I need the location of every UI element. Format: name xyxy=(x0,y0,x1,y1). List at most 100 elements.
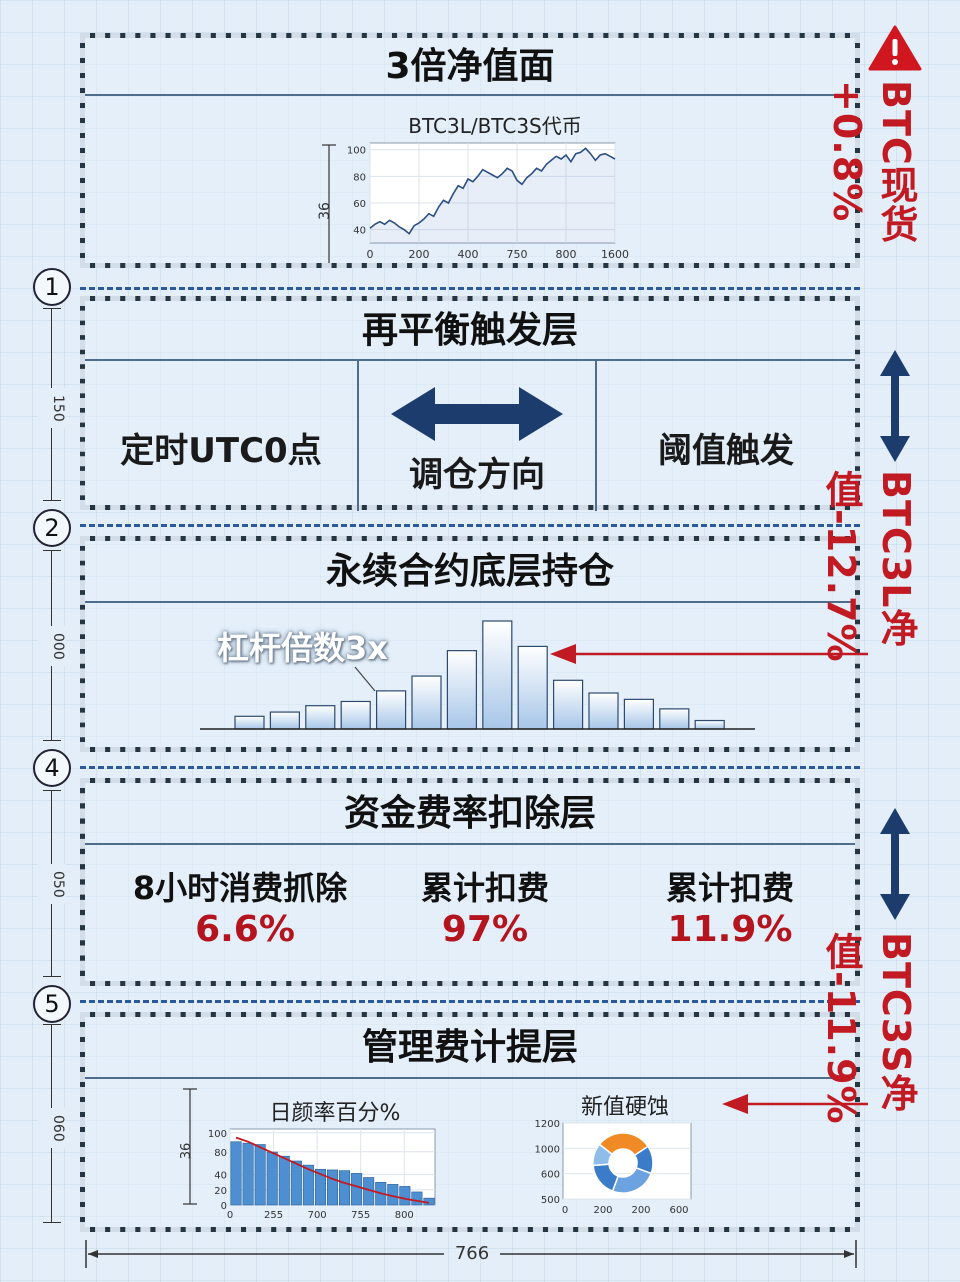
y-tick-label: 80 xyxy=(214,1148,227,1159)
fee-bar xyxy=(339,1170,351,1206)
histogram-bar xyxy=(376,690,407,730)
leverage-distribution-chart xyxy=(200,620,755,730)
step-badge-4: 4 xyxy=(33,749,71,787)
dim-tick xyxy=(43,1024,61,1025)
side-label-btc3l: BTC3L净值-12.7% xyxy=(819,470,918,663)
dim-tick xyxy=(43,1222,61,1223)
histogram-bar xyxy=(553,679,584,730)
y-tick-label: 100 xyxy=(347,146,366,157)
separator-5 xyxy=(80,1000,860,1003)
funding-item-value: 11.9% xyxy=(667,909,793,950)
histogram-bar xyxy=(411,675,442,730)
dim-tick xyxy=(43,550,61,551)
layer-rebalance: 再平衡触发层 定时UTC0点 调仓方向 阈值触发 xyxy=(80,296,860,511)
double-arrow-vertical-icon xyxy=(880,350,910,462)
x-tick-label: 750 xyxy=(507,248,528,261)
x-tick-label: 700 xyxy=(308,1210,327,1221)
histogram-bar xyxy=(588,692,619,730)
fee-bar xyxy=(302,1164,314,1206)
leverage-callout: 杠杆倍数3x xyxy=(217,629,388,667)
x-tick-label: 800 xyxy=(395,1210,414,1221)
y-tick-label: 20 xyxy=(214,1186,227,1197)
layer-title: 永续合约底层持仓 xyxy=(85,541,855,603)
y-tick-label: 80 xyxy=(353,172,366,183)
dim-label: 000 xyxy=(38,626,66,666)
separator-2 xyxy=(80,524,860,527)
histogram-bar xyxy=(482,620,513,730)
double-arrow-icon xyxy=(391,387,563,441)
fee-bar xyxy=(266,1151,278,1206)
callout-pointer xyxy=(354,666,376,692)
cell-divider xyxy=(595,361,597,511)
dim-label: 050 xyxy=(38,864,66,904)
y-tick-label: 40 xyxy=(353,226,366,237)
histogram-bar xyxy=(694,719,725,730)
donut-slice xyxy=(592,1143,614,1167)
dim-label: 060 xyxy=(38,1108,66,1148)
x-tick-label: 1600 xyxy=(601,248,629,261)
histogram-bar xyxy=(659,708,690,730)
nav-line-chart: 36 40 60 80 100 0 200 400 750 800 1600 xyxy=(317,142,629,263)
histogram-bar xyxy=(234,715,265,730)
y-axis-label: 36 xyxy=(179,1143,194,1160)
y-tick-label: 100 xyxy=(208,1129,227,1140)
layer-title: 3倍净值面 xyxy=(85,38,855,96)
funding-item-label: 8小时消费抓除 xyxy=(132,869,348,907)
fee-bar xyxy=(278,1155,290,1206)
separator-1 xyxy=(80,287,860,290)
fee-bar xyxy=(314,1168,326,1206)
histogram-bar xyxy=(446,650,477,730)
x-tick-label: 0 xyxy=(227,1210,233,1221)
arrow-to-l3 xyxy=(550,644,868,664)
step-badge-1: 1 xyxy=(33,268,71,306)
layer-funding-rate: 资金费率扣除层 8小时消费抓除 6.6% 累计扣费 97% 累计扣费 11.9% xyxy=(80,778,860,986)
fee-bar xyxy=(351,1173,363,1206)
double-arrow-vertical-icon xyxy=(880,808,910,920)
side-label-btc3s: BTC3S净值-11.9% xyxy=(819,932,918,1125)
rebalance-direction-label: 调仓方向 xyxy=(409,455,545,495)
y-axis-label: 36 xyxy=(317,202,333,220)
plot-area xyxy=(369,142,616,244)
fee-bar xyxy=(411,1191,423,1206)
histogram-bar xyxy=(623,698,654,730)
cell-divider xyxy=(357,361,359,511)
y-tick-label: 1200 xyxy=(535,1119,560,1130)
x-tick-label: 0 xyxy=(562,1205,568,1216)
fee-chart-title: 日颜率百分% xyxy=(269,1101,401,1126)
funding-item-label: 累计扣费 xyxy=(665,869,794,907)
funding-item-value: 6.6% xyxy=(195,909,295,950)
separator-4 xyxy=(80,766,860,769)
layer-title: 资金费率扣除层 xyxy=(85,783,855,845)
funding-item-label: 累计扣费 xyxy=(420,869,549,907)
layer-title: 再平衡触发层 xyxy=(85,301,855,361)
layer-nav-surface: 3倍净值面 BTC3L/BTC3S代币 36 40 60 80 100 0 200 400 75… xyxy=(80,33,860,268)
y-tick-label: 40 xyxy=(214,1171,227,1182)
arrow-to-l5 xyxy=(722,1094,868,1114)
dim-label: 150 xyxy=(38,388,66,428)
pie-chart-title: 新值硬蚀 xyxy=(580,1095,669,1120)
x-tick-label: 600 xyxy=(669,1205,688,1216)
histogram-bar xyxy=(305,705,336,730)
dim-tick xyxy=(43,790,61,791)
x-tick-label: 0 xyxy=(367,248,374,261)
histogram-bar xyxy=(269,711,301,730)
warning-icon xyxy=(868,25,922,71)
fee-bar xyxy=(326,1169,339,1206)
fee-bar xyxy=(242,1142,254,1206)
side-label-spot: BTC现货+0.8% xyxy=(825,80,918,244)
y-tick-label: 60 xyxy=(353,199,366,210)
x-tick-label: 400 xyxy=(458,248,479,261)
nav-chart-title: BTC3L/BTC3S代币 xyxy=(408,114,582,138)
y-tick-label: 1000 xyxy=(535,1144,560,1155)
layer-perpetual-holdings: 永续合约底层持仓 杠杆倍数3x xyxy=(80,536,860,752)
x-tick-label: 800 xyxy=(556,248,577,261)
dim-tick xyxy=(43,740,61,741)
bottom-dimension xyxy=(85,1240,857,1268)
funding-item-value: 97% xyxy=(441,909,529,950)
trigger-schedule-label: 定时UTC0点 xyxy=(120,431,322,471)
threshold-trigger-label: 阈值触发 xyxy=(658,431,794,471)
x-tick-label: 200 xyxy=(409,248,430,261)
y-tick-label: 0 xyxy=(221,1201,227,1212)
dim-tick xyxy=(43,308,61,309)
